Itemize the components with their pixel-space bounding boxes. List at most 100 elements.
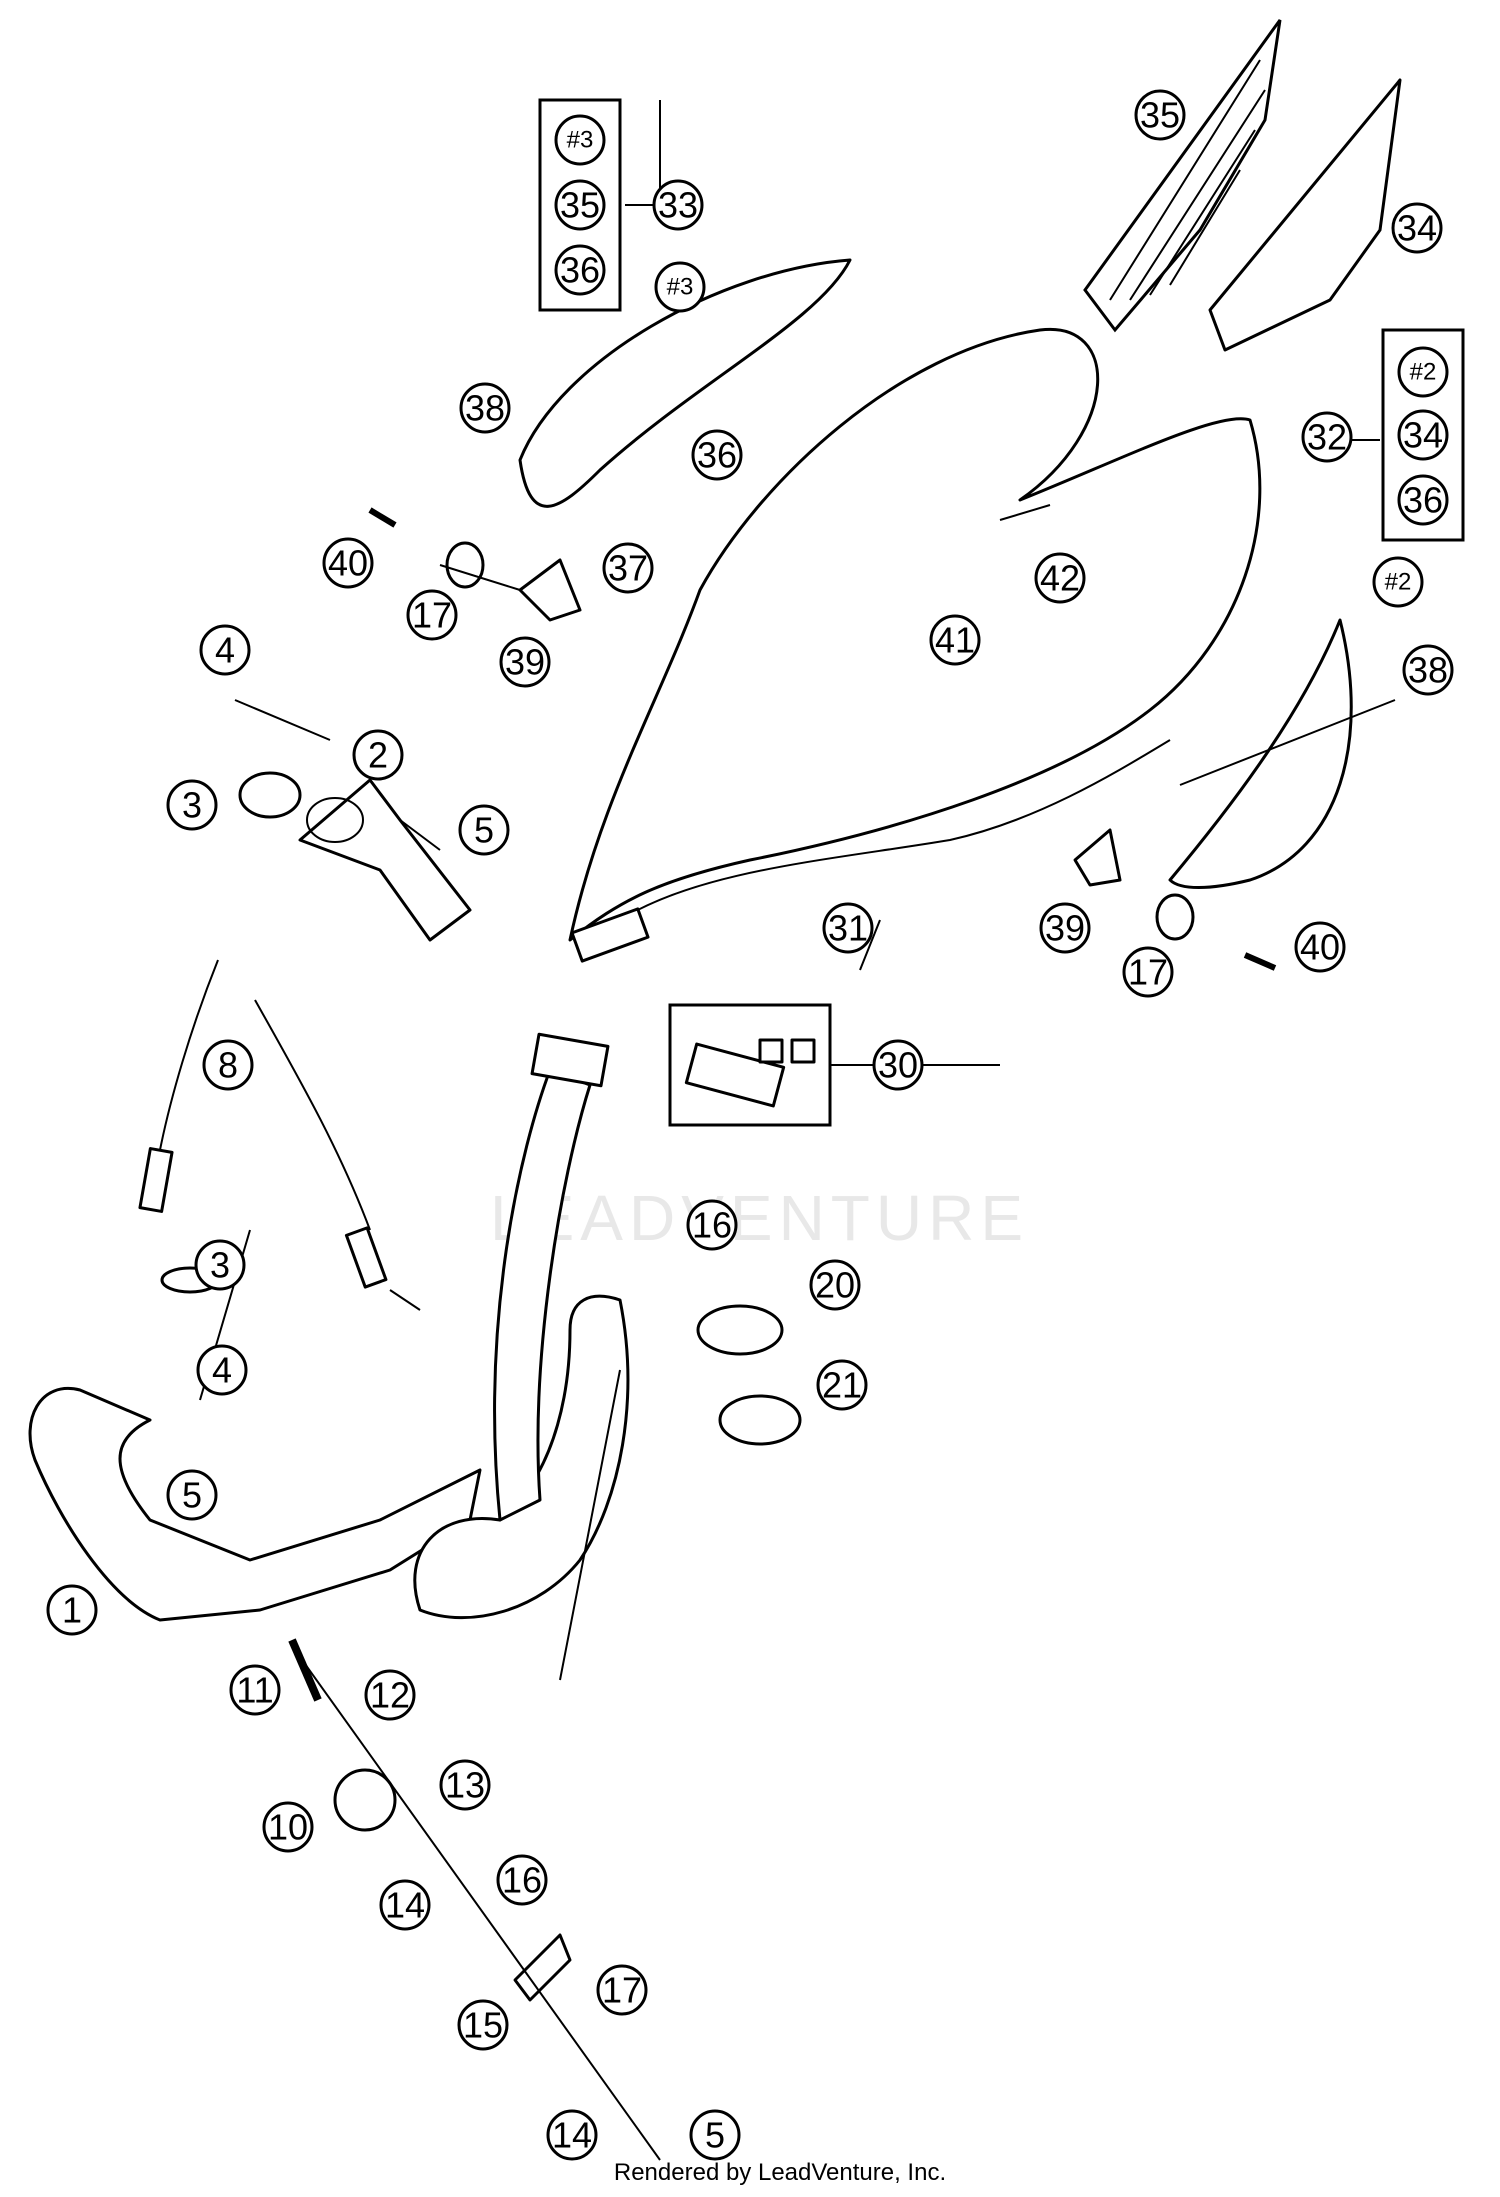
callout-30: 30	[872, 1039, 924, 1091]
callout-1: 1	[46, 1584, 98, 1636]
callout-2: 2	[352, 729, 404, 781]
kit-32-item-1: #2	[1410, 359, 1437, 386]
grommet-17b	[1155, 893, 1195, 941]
callout-42: 42	[1034, 552, 1086, 604]
clamp-20	[696, 1304, 784, 1356]
svg-text:16: 16	[502, 1860, 542, 1901]
callout-3a: 3	[166, 779, 218, 831]
lambda-sensor-8	[138, 959, 219, 1213]
callout-8: 8	[202, 1039, 254, 1091]
svg-text:32: 32	[1307, 417, 1347, 458]
kit-32-item-3: 36	[1403, 480, 1443, 521]
callout-5b: 5	[166, 1469, 218, 1521]
callout-16b: 16	[496, 1854, 548, 1906]
callout-39a: 39	[499, 636, 551, 688]
callout-10: 10	[262, 1801, 314, 1853]
kit-33-item-2: 35	[560, 185, 600, 226]
svg-text:30: 30	[878, 1045, 918, 1086]
svg-text:2: 2	[368, 735, 388, 776]
heat-shield-ref3	[518, 258, 852, 508]
callout-21: 21	[816, 1359, 868, 1411]
svg-text:38: 38	[465, 388, 505, 429]
svg-text:5: 5	[705, 2115, 725, 2156]
svg-text:31: 31	[828, 908, 868, 949]
exhaust-pipe-2	[298, 778, 472, 942]
svg-text:37: 37	[608, 548, 648, 589]
kit-33-item-1: #3	[567, 127, 594, 154]
svg-text:16: 16	[692, 1205, 732, 1246]
kit-box-32: #2 34 36	[1381, 328, 1465, 542]
callout-11: 11	[229, 1664, 281, 1716]
svg-text:14: 14	[385, 1885, 425, 1926]
assembly-axis-leader	[294, 1649, 661, 2161]
svg-text:#3: #3	[667, 274, 694, 301]
kit-33-item-3: 36	[560, 250, 600, 291]
gasket-3a	[238, 771, 302, 819]
callout-17c: 17	[596, 1964, 648, 2016]
svg-text:40: 40	[1300, 927, 1340, 968]
svg-text:14: 14	[552, 2115, 592, 2156]
mount-bracket-39a	[518, 558, 582, 622]
svg-text:5: 5	[474, 810, 494, 851]
callout-4b: 4	[196, 1344, 248, 1396]
callout-32: 32	[1301, 411, 1353, 463]
leader-lines	[199, 100, 1396, 1681]
svg-text:34: 34	[1397, 208, 1437, 249]
svg-text:15: 15	[463, 2005, 503, 2046]
svg-text:4: 4	[212, 1350, 232, 1391]
callout-15: 15	[457, 1999, 509, 2051]
svg-text:4: 4	[215, 630, 235, 671]
svg-text:33: 33	[658, 185, 698, 226]
lambda-sensor-2	[254, 999, 388, 1289]
silencer-31	[568, 327, 1262, 963]
callout-ref3: #3	[654, 261, 706, 313]
callout-40a: 40	[322, 537, 374, 589]
svg-text:40: 40	[328, 543, 368, 584]
mount-bracket-39b	[1073, 828, 1122, 887]
svg-text:17: 17	[602, 1970, 642, 2011]
callout-ref2: #2	[1372, 556, 1424, 608]
callout-14b: 14	[546, 2109, 598, 2161]
callout-38a: 38	[459, 382, 511, 434]
callout-4a: 4	[199, 624, 251, 676]
svg-text:3: 3	[182, 785, 202, 826]
bolt-40a	[368, 507, 397, 528]
callout-17a: 17	[406, 589, 458, 641]
svg-text:#2: #2	[1385, 569, 1412, 596]
svg-text:3: 3	[210, 1245, 230, 1286]
callout-39b: 39	[1039, 902, 1091, 954]
bolt-11	[288, 1638, 322, 1702]
svg-text:11: 11	[236, 1670, 273, 1711]
watermark: LEADVENTURE	[490, 1182, 1029, 1254]
svg-text:39: 39	[1045, 908, 1085, 949]
callout-37: 37	[602, 542, 654, 594]
rubber-mount-15	[513, 1933, 572, 2002]
svg-text:41: 41	[935, 620, 975, 661]
callout-17b: 17	[1122, 946, 1174, 998]
svg-text:10: 10	[268, 1807, 308, 1848]
svg-text:1: 1	[62, 1590, 82, 1631]
grommet-17a	[445, 541, 485, 589]
header-pipe-1	[28, 1032, 630, 1622]
kit-32-item-2: 34	[1403, 415, 1443, 456]
hanger-bracket-10	[333, 1768, 397, 1832]
kit-box-30	[668, 1003, 832, 1127]
callout-36: 36	[691, 429, 743, 481]
callout-41: 41	[929, 614, 981, 666]
callout-31: 31	[822, 902, 874, 954]
svg-text:17: 17	[412, 595, 452, 636]
svg-text:42: 42	[1040, 558, 1080, 599]
sleeve-21	[718, 1394, 802, 1446]
callout-16a: 16	[686, 1199, 738, 1251]
svg-text:12: 12	[370, 1675, 410, 1716]
kit-box-33: #3 35 36	[538, 98, 622, 312]
callout-34: 34	[1391, 202, 1443, 254]
svg-text:35: 35	[1140, 95, 1180, 136]
callout-5c: 5	[689, 2109, 741, 2161]
callout-20: 20	[809, 1259, 861, 1311]
heat-shield-ref2	[1168, 618, 1353, 889]
svg-text:8: 8	[218, 1045, 238, 1086]
footer-credit: Rendered by LeadVenture, Inc.	[614, 2159, 946, 2186]
callout-3b: 3	[194, 1239, 246, 1291]
